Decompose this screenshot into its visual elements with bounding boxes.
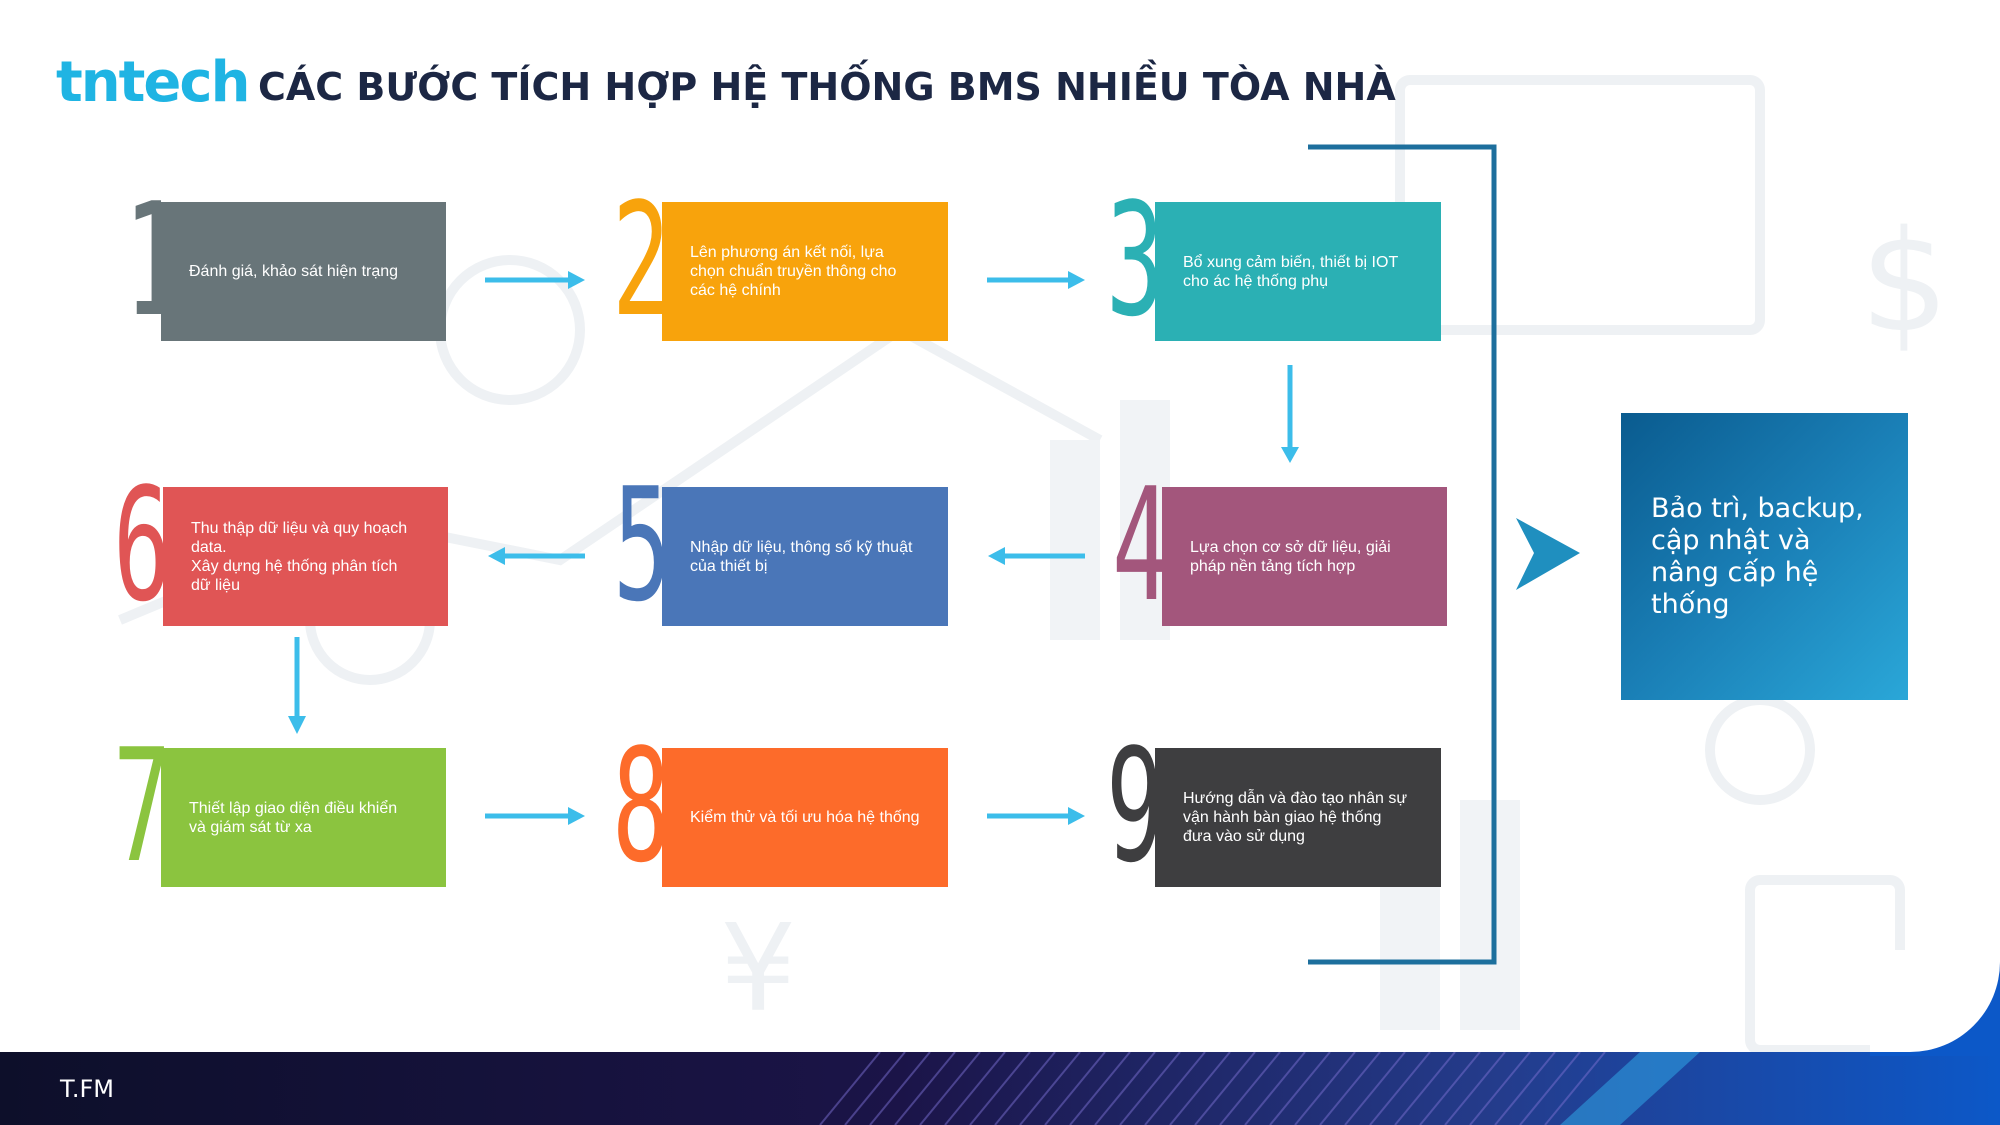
step-8-number: 8 <box>612 715 671 897</box>
step-9-box: Hướng dẫn và đào tạo nhân sự vận hành bà… <box>1155 748 1441 887</box>
step-7-box: Thiết lập giao diện điều khiển và giám s… <box>161 748 446 887</box>
step-9-text: Hướng dẫn và đào tạo nhân sự vận hành bà… <box>1183 790 1408 845</box>
step-2-box: Lên phương án kết nối, lựa chọn chuẩn tr… <box>662 202 948 341</box>
final-step-box: Bảo trì, backup, cập nhật và nâng cấp hệ… <box>1621 413 1908 700</box>
step-7-text: Thiết lập giao diện điều khiển và giám s… <box>189 799 398 836</box>
dollar-icon: $ <box>1860 201 1949 364</box>
step-8-box: Kiểm thử và tối ưu hóa hệ thống <box>662 748 948 887</box>
step-3-text: Bổ xung cảm biến, thiết bị IOT cho ác hệ… <box>1183 253 1398 290</box>
step-9-number: 9 <box>1106 715 1165 897</box>
step-5-text: Nhập dữ liệu, thông số kỹ thuật của thiế… <box>690 538 913 575</box>
step-1-box: Đánh giá, khảo sát hiện trạng <box>161 202 446 341</box>
step-5-number: 5 <box>613 454 672 636</box>
step-4-text: Lựa chọn cơ sở dữ liệu, giải pháp nền tả… <box>1190 538 1391 575</box>
step-6-text: Thu thập dữ liệu và quy hoạch data. Xây … <box>191 519 408 594</box>
final-step-text: Bảo trì, backup, cập nhật và nâng cấp hệ… <box>1651 492 1864 620</box>
step-4-number: 4 <box>1112 454 1171 636</box>
clock-icon <box>1705 695 1815 805</box>
step-4-box: Lựa chọn cơ sở dữ liệu, giải pháp nền tả… <box>1162 487 1447 626</box>
step-6-box: Thu thập dữ liệu và quy hoạch data. Xây … <box>163 487 448 626</box>
step-5-box: Nhập dữ liệu, thông số kỹ thuật của thiế… <box>662 487 948 626</box>
page-title: CÁC BƯỚC TÍCH HỢP HỆ THỐNG BMS NHIỀU TÒA… <box>258 65 1396 109</box>
yen-icon: ¥ <box>720 900 796 1039</box>
step-2-text: Lên phương án kết nối, lựa chọn chuẩn tr… <box>690 244 897 299</box>
footer-bar <box>0 1052 2000 1125</box>
gear-icon <box>435 255 585 405</box>
step-2-number: 2 <box>612 169 671 351</box>
step-8-text: Kiểm thử và tối ưu hóa hệ thống <box>690 809 920 826</box>
step-6-number: 6 <box>113 454 172 636</box>
footer-label: T.FM <box>60 1075 114 1103</box>
step-1-text: Đánh giá, khảo sát hiện trạng <box>189 263 399 280</box>
step-3-number: 3 <box>1106 169 1165 351</box>
footer-graphic <box>0 1052 2000 1125</box>
monitor-icon <box>1395 75 1765 335</box>
tntech-logo: tntech <box>56 50 250 115</box>
step-3-box: Bổ xung cảm biến, thiết bị IOT cho ác hệ… <box>1155 202 1441 341</box>
